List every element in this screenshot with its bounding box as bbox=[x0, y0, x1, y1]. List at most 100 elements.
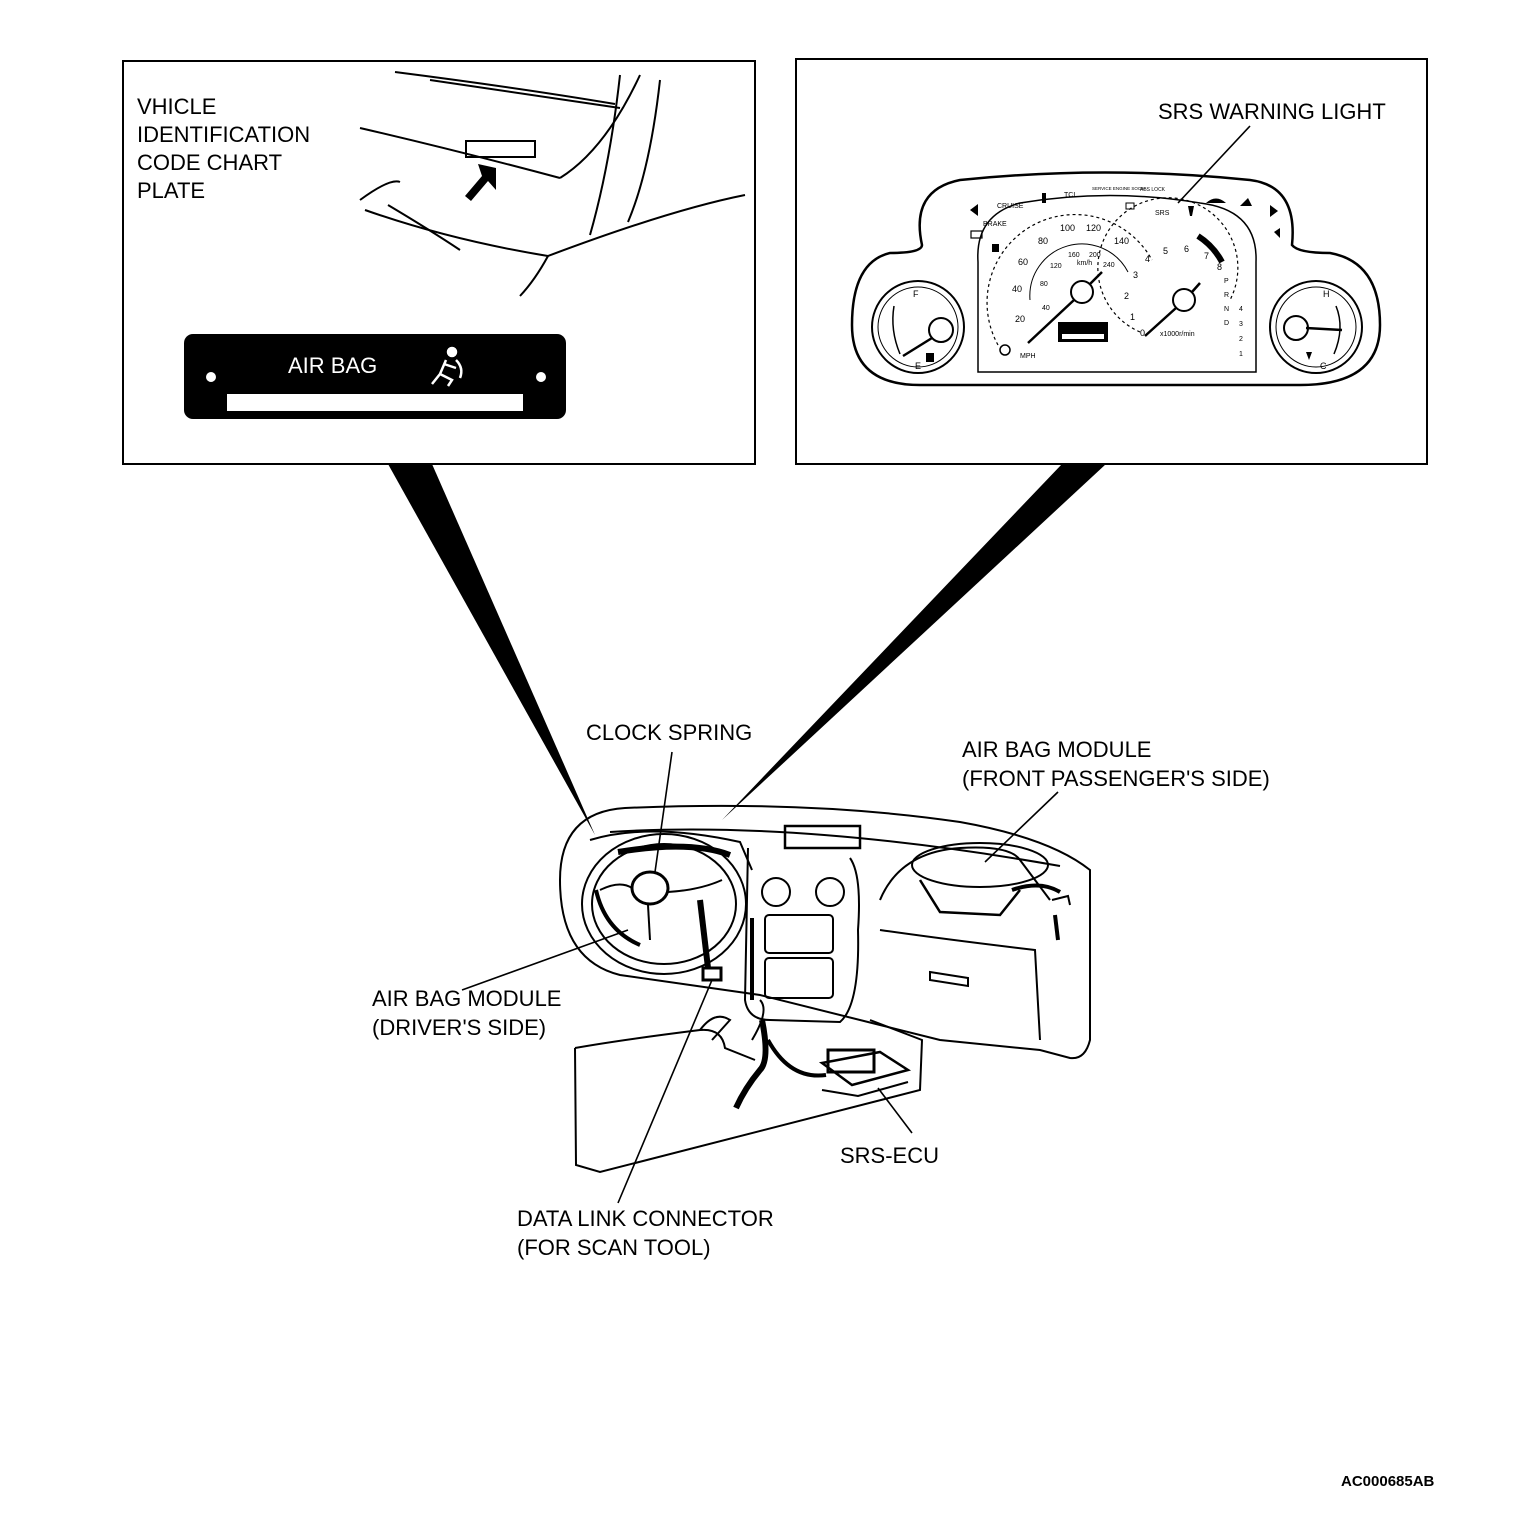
tachometer: 0 1 2 3 4 5 6 7 8 x1000r/min bbox=[1097, 197, 1239, 338]
vin-plate-inset: VHICLE IDENTIFICATION CODE CHART PLATE bbox=[122, 60, 756, 465]
srs-warning-leader bbox=[1177, 125, 1251, 204]
speedo-unit-kmh: km/h bbox=[1077, 260, 1092, 267]
indicator-service-engine: SERVICE ENGINE SOON bbox=[1092, 186, 1145, 191]
srs-ecu-leader bbox=[877, 1087, 913, 1134]
driver-airbag-leader bbox=[461, 929, 629, 991]
indicator-tcl: TCL bbox=[1064, 192, 1077, 199]
tach-3: 3 bbox=[1133, 270, 1138, 280]
gear-2: 2 bbox=[1239, 336, 1243, 343]
tach-2: 2 bbox=[1124, 291, 1129, 301]
data-link-leader bbox=[617, 979, 713, 1204]
coolant-temp-icon bbox=[1306, 352, 1312, 360]
srs-ecu-shape bbox=[818, 1048, 912, 1098]
high-beam-icon bbox=[1240, 198, 1252, 206]
indicator-abs-lock: ABS LOCK bbox=[1140, 187, 1166, 193]
airbag-plate-text: AIR BAG bbox=[288, 353, 377, 378]
fuel-empty-mark: E bbox=[915, 361, 921, 371]
passenger-airbag-label-line-2: (FRONT PASSENGER'S SIDE) bbox=[962, 766, 1270, 791]
speedo-mph-120: 120 bbox=[1086, 223, 1101, 233]
speedo-kmh-40: 40 bbox=[1042, 305, 1050, 312]
speedo-kmh-200: 200 bbox=[1089, 252, 1101, 259]
fuel-pump-icon bbox=[926, 353, 934, 362]
gear-4: 4 bbox=[1239, 306, 1243, 313]
cluster-inset-callout-wedge bbox=[722, 464, 1106, 820]
gear-indicator-column: P R N D 4 3 2 1 bbox=[1224, 278, 1243, 358]
door-ajar-icon bbox=[992, 244, 999, 252]
check-engine-icon bbox=[1125, 202, 1135, 210]
gear-1: 1 bbox=[1239, 351, 1243, 358]
indicator-srs: SRS bbox=[1155, 210, 1170, 217]
temp-gauge: H C bbox=[1269, 280, 1363, 374]
tach-4: 4 bbox=[1145, 254, 1150, 264]
fuel-full-mark: F bbox=[913, 289, 919, 299]
vin-inset-callout-wedge bbox=[388, 464, 595, 835]
speedometer: 20 40 60 80 100 120 140 40 80 120 160 20… bbox=[986, 213, 1153, 360]
callout-leaders bbox=[461, 751, 1059, 1204]
speedo-mph-100: 100 bbox=[1060, 223, 1075, 233]
data-link-connector-shape bbox=[701, 966, 723, 982]
instrument-cluster-inset: SRS WARNING LIGHT F E H C bbox=[795, 58, 1428, 465]
clock-spring-leader bbox=[654, 751, 673, 873]
tach-8: 8 bbox=[1217, 262, 1222, 272]
dashboard-outline bbox=[558, 804, 1091, 1060]
dashboard-corner-sketch bbox=[359, 71, 746, 297]
indicator-cruise: CRUISE bbox=[997, 203, 1024, 210]
tach-7: 7 bbox=[1204, 251, 1209, 261]
tach-unit: x1000r/min bbox=[1160, 331, 1195, 338]
seatbelt-icon bbox=[1042, 193, 1046, 203]
tach-1: 1 bbox=[1130, 312, 1135, 322]
driver-airbag-label-line-1: AIR BAG MODULE bbox=[372, 986, 561, 1011]
data-link-label-line-2: (FOR SCAN TOOL) bbox=[517, 1235, 711, 1260]
passenger-airbag-module-shape bbox=[911, 842, 1049, 888]
speedo-mph-140: 140 bbox=[1114, 236, 1129, 246]
clock-spring-label: CLOCK SPRING bbox=[586, 720, 752, 745]
speedo-kmh-160: 160 bbox=[1068, 252, 1080, 259]
gear-n: N bbox=[1224, 306, 1229, 313]
vin-plate-label-line-4: PLATE bbox=[137, 178, 205, 203]
turn-signal-left-icon bbox=[970, 204, 978, 216]
gear-3: 3 bbox=[1239, 321, 1243, 328]
gear-r: R bbox=[1224, 292, 1229, 299]
speedo-mph-60: 60 bbox=[1018, 257, 1028, 267]
srs-warning-light-label: SRS WARNING LIGHT bbox=[1158, 99, 1386, 124]
battery-icon bbox=[970, 230, 983, 239]
airbag-id-plate: AIR BAG bbox=[184, 334, 566, 419]
gear-p: P bbox=[1224, 278, 1229, 285]
vin-plate-label-line-1: VHICLE bbox=[137, 94, 216, 119]
passenger-airbag-label-line-1: AIR BAG MODULE bbox=[962, 737, 1151, 762]
oil-pressure-icon bbox=[1206, 198, 1226, 203]
speedo-unit-mph: MPH bbox=[1020, 353, 1036, 360]
speedo-mph-20: 20 bbox=[1015, 314, 1025, 324]
dashboard-illustration bbox=[558, 804, 1091, 1174]
turn-signal-right-icon bbox=[1270, 205, 1278, 217]
speedo-kmh-120: 120 bbox=[1050, 263, 1062, 270]
temp-cold-mark: C bbox=[1320, 361, 1327, 371]
airbag-warning-icon bbox=[1188, 206, 1194, 216]
tach-0: 0 bbox=[1140, 328, 1145, 338]
passenger-airbag-leader bbox=[984, 791, 1059, 863]
warning-indicators: CRUISE TCL SRS BRAKE ABS LOCK SERVICE EN… bbox=[970, 186, 1280, 252]
speedo-kmh-240: 240 bbox=[1103, 262, 1115, 269]
gear-d: D bbox=[1224, 320, 1229, 327]
tach-5: 5 bbox=[1163, 246, 1168, 256]
airbag-person-icon bbox=[431, 346, 463, 387]
srs-ecu-label: SRS-ECU bbox=[840, 1143, 939, 1168]
speedo-mph-40: 40 bbox=[1012, 284, 1022, 294]
cluster-inner-face bbox=[977, 194, 1257, 373]
vin-plate-label-line-3: CODE CHART bbox=[137, 150, 282, 175]
tach-6: 6 bbox=[1184, 244, 1189, 254]
cluster-outline bbox=[850, 171, 1382, 387]
figure-id: AC000685AB bbox=[1341, 1473, 1435, 1490]
fog-light-icon bbox=[1274, 228, 1280, 238]
steering-hub bbox=[630, 870, 670, 906]
arrow-icon bbox=[465, 164, 496, 201]
temp-hot-mark: H bbox=[1323, 289, 1330, 299]
driver-airbag-label-line-2: (DRIVER'S SIDE) bbox=[372, 1015, 546, 1040]
indicator-brake: BRAKE bbox=[983, 221, 1007, 228]
speedo-kmh-80: 80 bbox=[1040, 281, 1048, 288]
fuel-gauge: F E bbox=[871, 280, 965, 374]
data-link-label-line-1: DATA LINK CONNECTOR bbox=[517, 1206, 774, 1231]
vin-plate-label-line-2: IDENTIFICATION bbox=[137, 122, 310, 147]
speedo-mph-80: 80 bbox=[1038, 236, 1048, 246]
